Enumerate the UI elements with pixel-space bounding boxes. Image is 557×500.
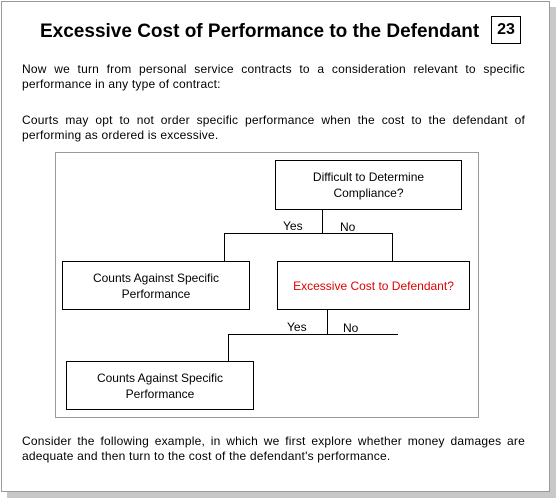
connector-yes-2 xyxy=(228,334,229,361)
edge-label-no-2: No xyxy=(343,321,359,335)
node-counts-against-1-label: Counts Against Specific Performance xyxy=(92,270,220,301)
connector-stem-1 xyxy=(322,210,323,234)
node-difficult-compliance-label: Difficult to Determine Compliance? xyxy=(312,170,425,200)
slide: Excessive Cost of Performance to the Def… xyxy=(1,1,550,492)
page-number-badge: 23 xyxy=(491,16,521,44)
node-counts-against-1: Counts Against Specific Performance xyxy=(62,261,250,310)
node-excessive-cost: Excessive Cost to Defendant? xyxy=(277,261,470,310)
rule-paragraph: Courts may opt to not order specific per… xyxy=(22,113,525,142)
connector-yes-1 xyxy=(224,233,225,261)
slide-title: Excessive Cost of Performance to the Def… xyxy=(40,21,480,42)
edge-label-yes-1: Yes xyxy=(283,219,303,233)
example-paragraph: Consider the following example, in which… xyxy=(22,434,525,463)
node-difficult-compliance: Difficult to Determine Compliance? xyxy=(275,160,462,210)
connector-stem-2 xyxy=(327,310,328,335)
decision-flowchart: Difficult to Determine Compliance? Yes N… xyxy=(55,152,479,418)
edge-label-no-1: No xyxy=(340,220,356,234)
connector-branch-2 xyxy=(228,334,398,335)
connector-no-1 xyxy=(392,233,393,261)
intro-paragraph: Now we turn from personal service contra… xyxy=(22,62,525,91)
node-counts-against-2-label: Counts Against Specific Performance xyxy=(96,370,224,401)
edge-label-yes-2: Yes xyxy=(287,320,307,334)
node-counts-against-2: Counts Against Specific Performance xyxy=(66,361,254,410)
connector-branch-1 xyxy=(224,233,393,234)
node-excessive-cost-label: Excessive Cost to Defendant? xyxy=(293,278,454,293)
